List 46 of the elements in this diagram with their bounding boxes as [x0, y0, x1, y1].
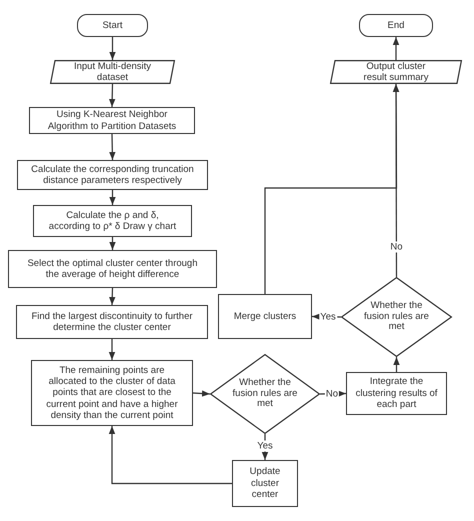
arrow	[108, 426, 232, 484]
process-box	[8, 250, 217, 288]
arrow	[109, 190, 116, 205]
step-text: Calculate the corresponding truncation distance parameters respectively	[30, 164, 195, 186]
terminal-text: Start	[102, 20, 123, 32]
io-text: Input Multi-density dataset	[72, 60, 152, 84]
step-text: Merge clusters	[234, 310, 296, 322]
arrow	[108, 339, 116, 360]
arrow	[109, 288, 116, 306]
decision-diamond	[210, 354, 320, 434]
step-text: Using K-Nearest Neighbor Algorithm to Partition Datasets	[46, 109, 178, 132]
arrow	[109, 134, 116, 160]
process-box	[29, 107, 195, 134]
step-text: The remaining points are allocated to the cluster of data points that are closest to the current point and have a higher density than the current point	[45, 364, 179, 422]
decision-text: Whether the fusion rules are met	[363, 300, 430, 334]
terminator	[77, 14, 148, 37]
step-text: Select the optimal cluster center through the average of height difference	[26, 258, 199, 280]
terminator	[359, 14, 433, 37]
arrow	[392, 37, 400, 60]
decision-text: Whether the fusion rules are met	[232, 378, 298, 410]
process-box	[33, 205, 192, 237]
step-text: Update cluster center	[248, 466, 282, 501]
process-box	[31, 360, 193, 426]
process-box	[346, 372, 447, 415]
process-box	[16, 305, 208, 339]
terminal-text: End	[388, 20, 404, 32]
process-box	[218, 294, 312, 339]
arrow	[192, 390, 210, 397]
decision-diamond	[341, 277, 452, 357]
edge-label: No	[324, 388, 340, 400]
io-parallelogram	[50, 60, 175, 84]
arrow	[393, 357, 400, 372]
io-text: Output cluster result summary	[362, 60, 430, 84]
process-box	[17, 160, 208, 190]
edge-label: Yes	[256, 440, 274, 452]
step-text: Integrate the clustering results of each part	[354, 376, 438, 411]
arrow	[108, 84, 116, 108]
arrow	[109, 237, 116, 250]
edge-label: No	[389, 242, 404, 252]
arrow	[109, 37, 116, 60]
process-box	[232, 460, 298, 507]
arrow	[264, 84, 400, 294]
io-parallelogram	[330, 60, 462, 84]
edge-label: Yes	[319, 311, 337, 322]
step-text: Calculate the ρ and δ, according to ρ* δ Draw γ chart	[48, 210, 177, 232]
step-text: Find the largest discontinuity to further determine the cluster center	[30, 310, 194, 334]
